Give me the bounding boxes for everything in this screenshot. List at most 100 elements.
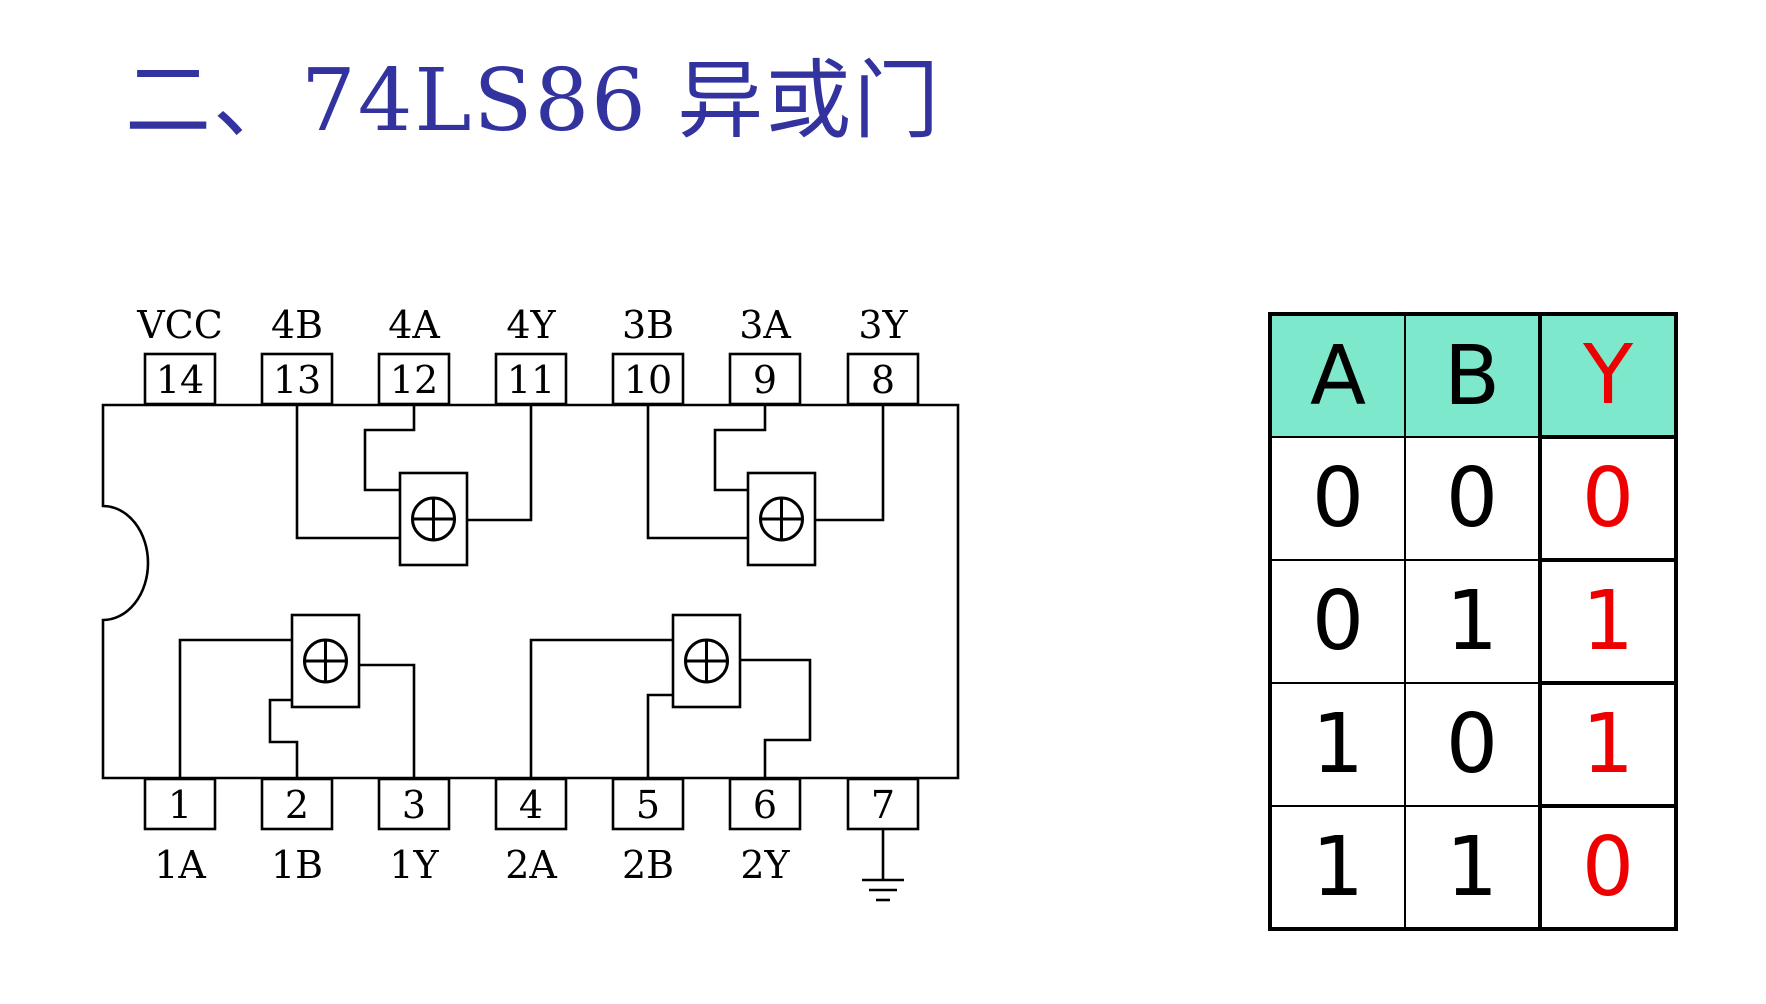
cell-y: 0 [1538,804,1678,931]
cell-a: 1 [1269,682,1406,807]
pin-number: 8 [871,358,895,402]
truth-table-header-row: A B Y [1269,313,1678,438]
pin-label: VCC [136,303,223,347]
cell-y: 1 [1538,558,1678,685]
pin-box [260,777,334,831]
xor-gates-group [290,471,817,709]
pin-label: 1B [271,843,323,887]
header-y: Y [1538,313,1678,438]
pin-label: 3A [739,303,791,347]
pin-box [846,352,920,406]
pin-number: 4 [519,783,543,827]
cell-a: 0 [1269,436,1406,561]
header-a: A [1269,313,1406,438]
pin-number: 13 [273,358,321,402]
pin-label: 1A [154,843,206,887]
wire [295,405,400,540]
top-pin: 83Y [846,303,920,406]
pin-label: 3Y [858,303,908,347]
pin-number: 11 [507,358,555,402]
wire [529,638,673,778]
pin-box [143,777,217,831]
table-row: 0 0 0 [1269,435,1678,562]
bottom-pin: 62Y [728,777,802,887]
pin-number: 9 [753,358,777,402]
pin-label: 1Y [389,843,439,887]
truth-table: A B Y 0 0 0 0 1 1 1 0 1 1 1 0 [1268,312,1678,931]
pin-box [611,352,685,406]
pin-label: 4Y [506,303,556,347]
bottom-pin: 11A [143,777,217,887]
xor-gate [746,471,817,567]
pin-label: 4A [388,303,440,347]
xor-gate [290,613,361,709]
table-row: 1 1 0 [1269,804,1678,931]
pin-number: 3 [402,783,426,827]
pin-box [494,777,568,831]
pin-box [377,777,451,831]
pin-label: 2Y [740,843,790,887]
pin-box [494,352,568,406]
cell-b: 1 [1404,805,1541,930]
bottom-pin: 21B [260,777,334,887]
xor-gate [398,471,469,567]
top-pin: 14 VCC [136,303,223,406]
bottom-pin: 42A [494,777,568,887]
wire [646,405,748,540]
cell-y: 0 [1538,435,1678,562]
wire [646,693,673,778]
xor-gate [671,613,742,709]
pin-number: 14 [156,358,204,402]
wire [713,405,767,492]
chip-body-group [101,403,960,780]
cell-b: 0 [1404,436,1541,561]
page-title: 二、74LS86 异或门 [125,51,942,151]
wire [359,663,416,778]
pin-number: 1 [168,783,192,827]
header-b: B [1404,313,1541,438]
bottom-pin: 52B [611,777,685,887]
top-pin: 93A [728,303,802,406]
pin-number: 6 [753,783,777,827]
cell-b: 0 [1404,682,1541,807]
pin-box [377,352,451,406]
pin-number: 2 [285,783,309,827]
pin-box [143,352,217,406]
wiring-group [178,405,885,778]
wire [268,698,299,778]
wire [178,638,292,778]
pin-box [260,352,334,406]
pin-label: 4B [271,303,323,347]
pin-label: 3B [622,303,674,347]
pin-label: 2B [622,843,674,887]
cell-b: 1 [1404,559,1541,684]
wire [815,405,885,522]
ground-icon [862,829,904,902]
pin-number: 12 [390,358,438,402]
pin-number: 7 [871,783,895,827]
cell-a: 1 [1269,805,1406,930]
table-row: 1 0 1 [1269,681,1678,808]
chip-outline [101,403,960,780]
bottom-pin: 7 [846,777,920,831]
wire [740,658,812,778]
cell-y: 1 [1538,681,1678,808]
wire [363,405,416,492]
pin-label: 2A [505,843,557,887]
wire [467,405,533,522]
pin-box [728,777,802,831]
pin-box [728,352,802,406]
cell-a: 0 [1269,559,1406,684]
bottom-pin: 31Y [377,777,451,887]
table-row: 0 1 1 [1269,558,1678,685]
pin-number: 5 [636,783,660,827]
pin-number: 10 [624,358,672,402]
pin-box [611,777,685,831]
